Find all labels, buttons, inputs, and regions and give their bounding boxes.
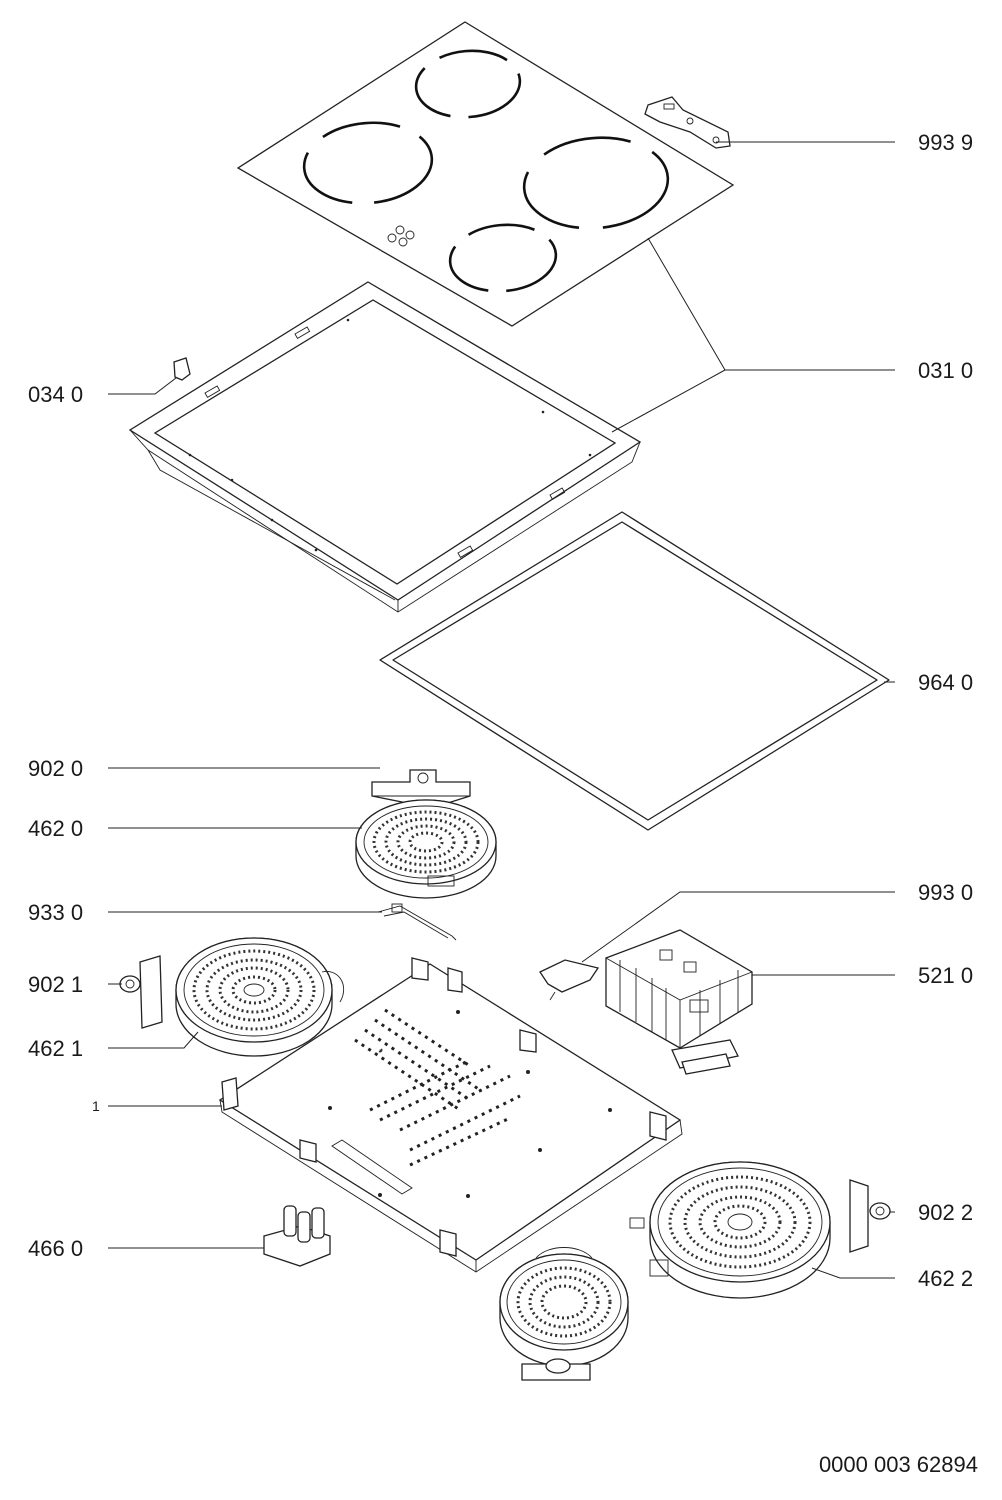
label-902-1: 902 1 xyxy=(28,972,83,997)
bracket-902-1 xyxy=(119,955,163,1029)
label-902-2: 902 2 xyxy=(918,1200,973,1225)
glass-ceramic-top xyxy=(236,21,735,327)
leader-lines xyxy=(108,141,895,1279)
bracket-902-2 xyxy=(849,1179,891,1253)
label-993-0: 993 0 xyxy=(918,880,973,905)
label-462-0: 462 0 xyxy=(28,816,83,841)
clip-034-0 xyxy=(173,357,191,381)
label-466-0: 466 0 xyxy=(28,1236,83,1261)
label-034-0: 034 0 xyxy=(28,382,83,407)
label-462-2: 462 2 xyxy=(918,1266,973,1291)
control-box-521-0 xyxy=(605,929,753,1075)
label-902-0: 902 0 xyxy=(28,756,83,781)
label-993-9: 993 9 xyxy=(918,130,973,155)
label-031-0: 031 0 xyxy=(918,358,973,383)
radiant-heater-front xyxy=(499,1247,629,1381)
part-labels: 993 9 031 0 034 0 964 0 902 0 462 0 933 … xyxy=(28,130,978,1477)
hob-frame xyxy=(128,281,642,613)
label-521-0: 521 0 xyxy=(918,963,973,988)
bracket-993-9 xyxy=(644,96,731,149)
radiant-heater-462-1 xyxy=(175,937,345,1057)
thermal-limiter-933-0 xyxy=(377,903,457,941)
label-933-0: 933 0 xyxy=(28,900,83,925)
label-1: 1 xyxy=(92,1098,100,1114)
radiant-heater-462-0 xyxy=(355,799,497,899)
label-462-1: 462 1 xyxy=(28,1036,83,1061)
seal-gasket xyxy=(379,511,890,831)
bracket-993-0 xyxy=(539,959,600,1001)
radiant-heater-462-2 xyxy=(629,1161,831,1299)
terminal-block-466-0 xyxy=(263,1205,331,1267)
base-tray xyxy=(218,957,683,1273)
drawing-number: 0000 003 62894 xyxy=(819,1452,978,1477)
perforation-pattern xyxy=(377,1047,383,1053)
label-964-0: 964 0 xyxy=(918,670,973,695)
